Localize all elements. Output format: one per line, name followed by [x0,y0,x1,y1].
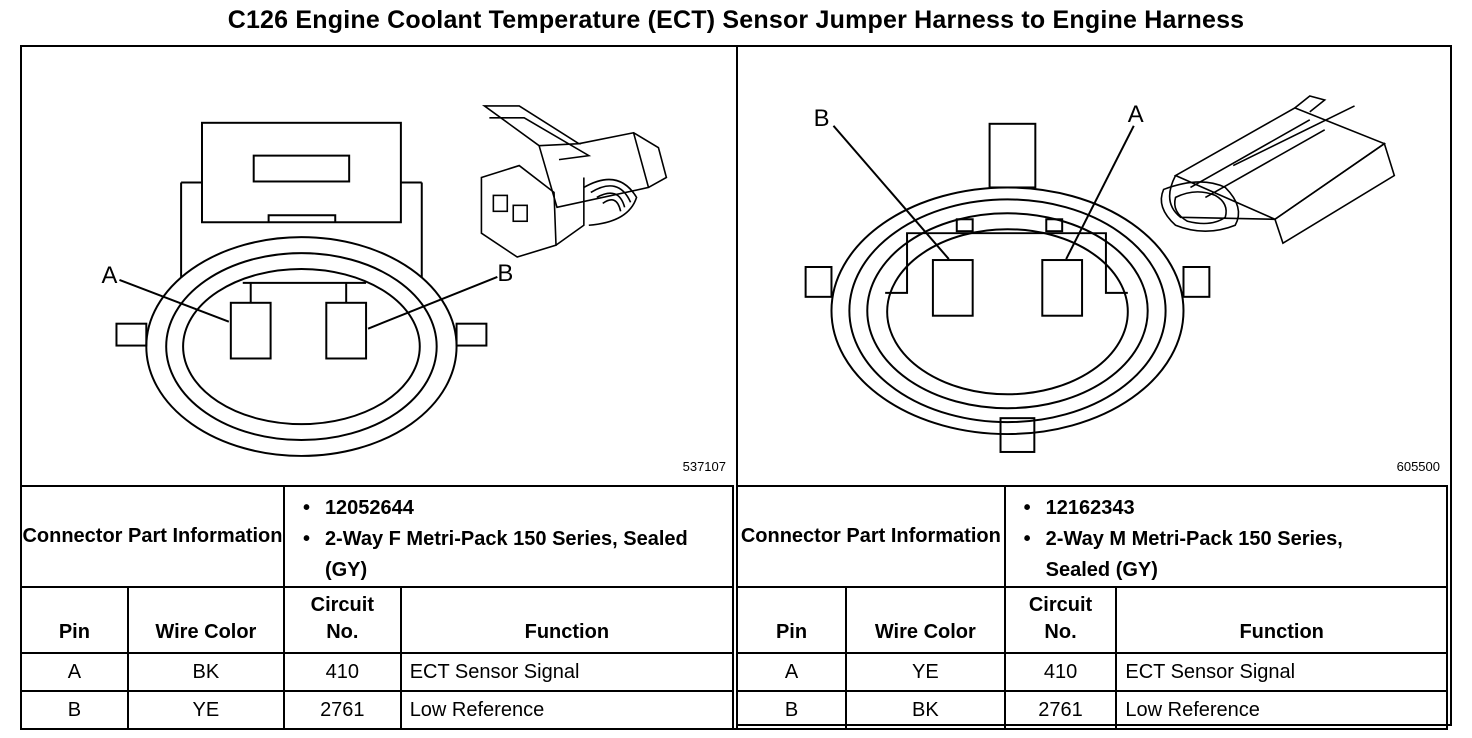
left-connector-panel: A B 537107 Connector Part Information 12… [20,45,738,730]
function-cell: Low Reference [1115,690,1448,730]
pin-cell: A [20,652,129,692]
part-info: 12052644 2-Way F Metri-Pack 150 Series, … [282,485,735,588]
header-function: Function [1115,586,1448,654]
figure-id: 605500 [1396,459,1440,474]
part-number: 12162343 [1024,493,1446,524]
connector-description: 2-Way F Metri-Pack 150 Series, Sealed (G… [303,524,732,586]
male-connector-face-diagram: B A [804,95,1396,453]
header-wire-color: Wire Color [845,586,1006,654]
pin-label-a: A [102,262,118,289]
circuit-cell: 2761 [1003,690,1118,730]
connector-3d-thumbnail [480,105,668,258]
function-cell: ECT Sensor Signal [1115,652,1448,692]
pin-label-b: B [497,260,513,287]
page-title: C126 Engine Coolant Temperature (ECT) Se… [227,6,1245,34]
header-circuit: Circuit No. [282,586,402,654]
pin-label-b: B [814,105,830,132]
header-pin: Pin [20,586,129,654]
table-row: A BK 410 ECT Sensor Signal [20,652,735,692]
part-info: 12162343 2-Way M Metri-Pack 150 Series, … [1003,485,1449,588]
wire-color-cell: YE [126,690,285,730]
pin-cell: B [735,690,848,730]
table-row: B BK 2761 Low Reference [735,690,1448,730]
wire-color-cell: YE [845,652,1006,692]
connector-3d-thumbnail [1160,95,1396,245]
function-cell: ECT Sensor Signal [399,652,735,692]
left-pinout-table: Connector Part Information 12052644 2-Wa… [20,485,735,730]
part-number: 12052644 [303,493,732,524]
wire-color-cell: BK [126,652,285,692]
function-cell: Low Reference [399,690,735,730]
header-pin: Pin [735,586,848,654]
connector-part-info-label: Connector Part Information [20,485,285,588]
header-wire-color: Wire Color [126,586,285,654]
connector-description: 2-Way M Metri-Pack 150 Series, Sealed (G… [1024,524,1446,586]
pin-cell: B [20,690,129,730]
connector-part-info-label: Connector Part Information [736,485,1006,588]
right-connector-panel: B A 605500 Connector Part Information 12… [735,45,1452,730]
female-connector-face-diagram: A B [102,105,668,457]
header-circuit: Circuit No. [1003,586,1118,654]
header-function: Function [399,586,735,654]
figure-id: 537107 [682,459,726,474]
table-row: A YE 410 ECT Sensor Signal [735,652,1448,692]
pin-cell: A [735,652,848,692]
right-pinout-table: Connector Part Information 12162343 2-Wa… [735,485,1449,730]
pin-label-a: A [1128,101,1144,128]
circuit-cell: 410 [282,652,402,692]
table-row: B YE 2761 Low Reference [20,690,735,730]
circuit-cell: 410 [1003,652,1118,692]
circuit-cell: 2761 [282,690,402,730]
wire-color-cell: BK [845,690,1006,730]
